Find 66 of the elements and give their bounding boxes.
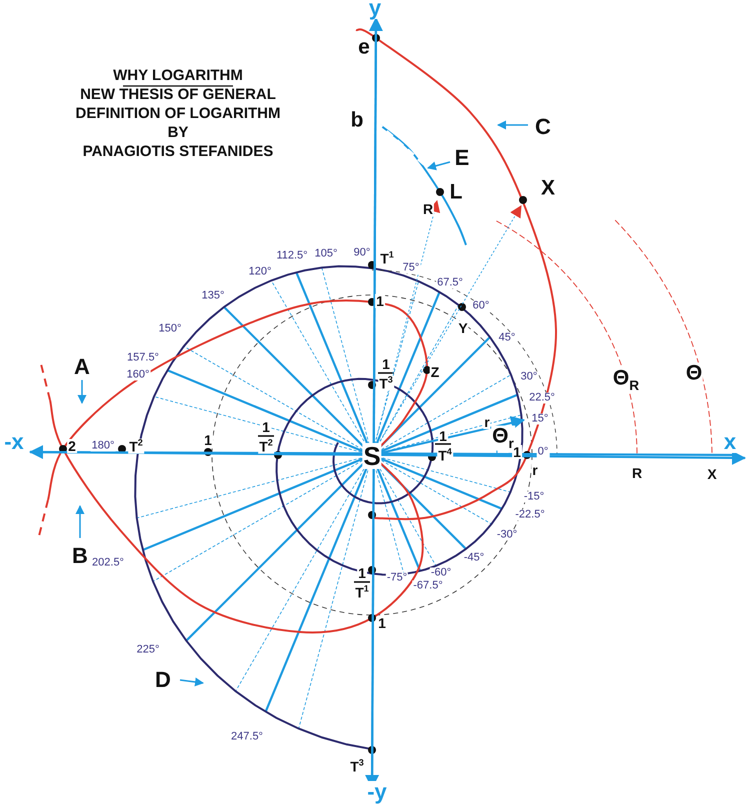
- angle-label: 112.5°: [275, 250, 309, 262]
- fraction-label: T$^{1}$: [354, 584, 370, 600]
- angle-label: -75°: [386, 572, 408, 584]
- angle-label: 22.5°: [528, 392, 556, 404]
- point-label: T$^{3}$: [349, 758, 365, 774]
- axis-label: y: [368, 0, 382, 19]
- angle-symbol: Θ: [684, 362, 704, 384]
- angle-label: -67.5°: [412, 580, 444, 592]
- fraction-label: T$^{2}$: [258, 438, 274, 454]
- point-label: Y: [457, 321, 469, 335]
- angle-label: 150°: [158, 324, 182, 334]
- point-label: 1: [512, 445, 522, 459]
- angle-label: 202.5°: [91, 558, 125, 568]
- angle-label: 90°: [352, 248, 372, 258]
- fraction-label: 1: [261, 420, 271, 434]
- point-label: 1: [375, 294, 385, 308]
- angle-label: 0°: [536, 446, 550, 458]
- axis-label: -y: [366, 781, 388, 803]
- angle-label: -45°: [462, 552, 486, 564]
- origin-label: S: [362, 443, 382, 469]
- leader-arrow: [180, 678, 204, 686]
- leader-arrow: [497, 120, 528, 130]
- angle-label: -22.5°: [514, 510, 546, 520]
- angle-label: -15°: [522, 492, 546, 502]
- angle-label: 75°: [402, 262, 420, 274]
- angle-label: 160°: [126, 370, 150, 380]
- angle-label: 67.5°: [436, 278, 464, 288]
- angle-label: 180°: [90, 440, 116, 452]
- leader-arrow: [76, 505, 84, 538]
- point-label: 1: [377, 616, 387, 630]
- angle-symbol: Θ$_{R}$: [612, 368, 640, 392]
- point-label: T$^{2}$: [128, 438, 144, 454]
- point-label: 2: [67, 439, 77, 453]
- leader-arrow: [78, 380, 86, 404]
- point-label: Z: [430, 365, 440, 379]
- point-label: R: [630, 466, 644, 480]
- fraction-label: 1: [357, 566, 367, 580]
- callout-letter: B: [72, 545, 88, 567]
- fraction-label: T$^{3}$: [378, 376, 394, 390]
- callout-letter: C: [535, 116, 551, 138]
- title: WHY LOGARITHM NEW THESIS OF GENERAL DEFINITION OF LOGARITHM BY PANAGIOTIS STEFANIDES: [74, 66, 282, 161]
- leader-arrow: [427, 161, 450, 170]
- angle-label: 30°: [520, 372, 538, 382]
- point-label: T$^{1}$: [379, 250, 395, 266]
- callout-letter: A: [74, 356, 90, 378]
- fraction-label: 1: [381, 357, 391, 371]
- callout-letter: D: [155, 669, 171, 691]
- angle-label: 120°: [248, 266, 272, 278]
- fraction-label: 1: [438, 429, 448, 443]
- fraction-label: T$^{4}$: [437, 448, 453, 462]
- angle-label: 225°: [136, 644, 160, 656]
- angle-label: -30°: [496, 530, 518, 540]
- angle-label: 15°: [530, 414, 550, 424]
- angle-label: 60°: [472, 300, 490, 312]
- angle-label: 247.5°: [230, 732, 264, 742]
- angle-label: 135°: [200, 290, 226, 302]
- angle-label: 105°: [314, 248, 338, 260]
- point-label: r: [531, 463, 539, 477]
- callout-letter: E: [454, 147, 470, 169]
- point-label: 1: [203, 433, 213, 447]
- angle-symbol: Θ$_{r}$: [491, 426, 515, 450]
- angle-label: 157.5°: [126, 352, 160, 364]
- point-label: R: [422, 202, 434, 216]
- angle-label: 45°: [498, 332, 516, 344]
- angle-label: -60°: [430, 568, 452, 578]
- point-label: X: [706, 467, 718, 481]
